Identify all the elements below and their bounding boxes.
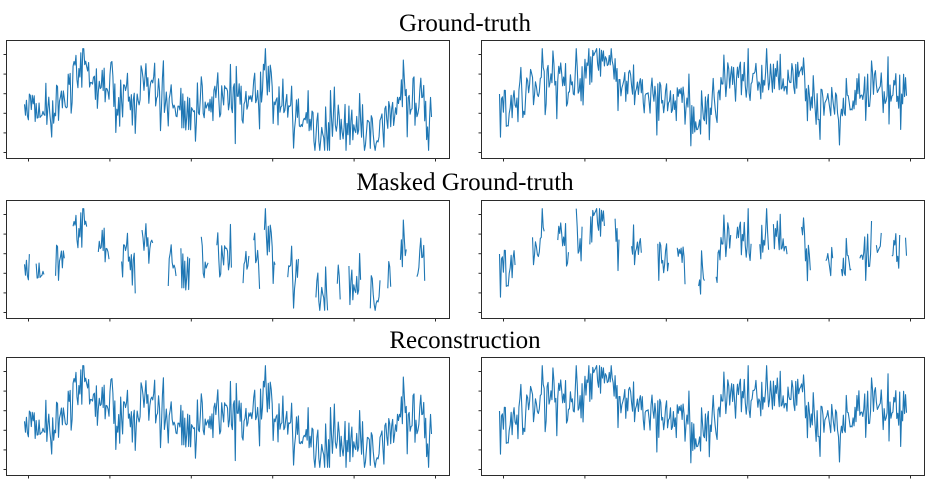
row-title-reconstruction: Reconstruction [389, 327, 541, 354]
series-line-ground-truth-left [23, 48, 433, 151]
row-title-ground-truth: Ground-truth [399, 10, 531, 37]
row-title-masked-ground-truth: Masked Ground-truth [356, 169, 574, 196]
series-line-reconstruction-right [498, 365, 908, 464]
series-line-masked-ground-truth-right [498, 208, 908, 298]
series-layer [23, 48, 908, 468]
series-line-masked-ground-truth-left [23, 208, 426, 311]
panel-ground-truth-left [6, 40, 450, 159]
series-line-reconstruction-left [23, 365, 433, 468]
panels [6, 40, 925, 476]
panel-masked-left [6, 200, 450, 319]
tick-layer [3, 54, 911, 479]
panel-reconstruction-left [6, 357, 450, 476]
series-line-ground-truth-right [498, 48, 908, 147]
panel-reconstruction-right [481, 357, 925, 476]
panel-ground-truth-right [481, 40, 925, 159]
panel-masked-right [481, 200, 925, 319]
